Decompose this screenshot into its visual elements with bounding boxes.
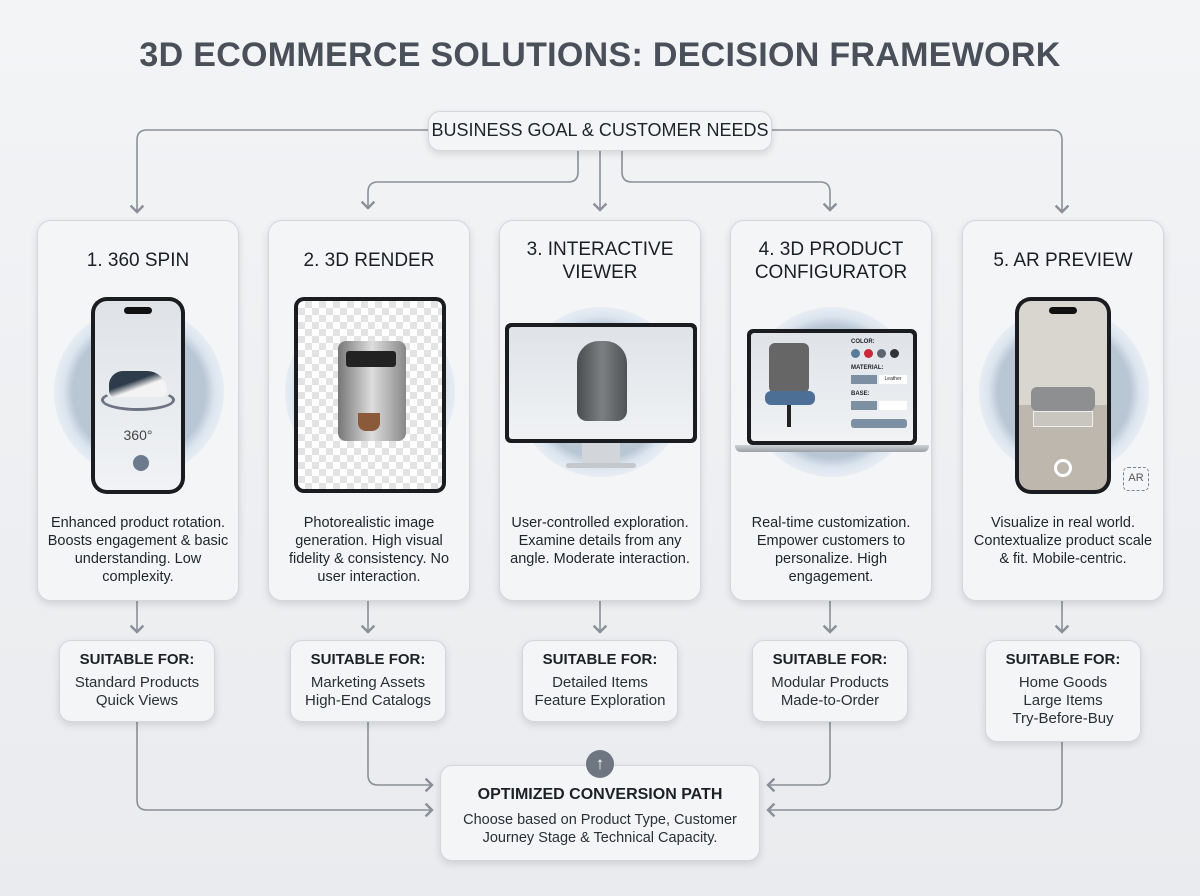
- suitable-item: Modular Products: [771, 674, 889, 691]
- suitable-label: SUITABLE FOR:: [1005, 651, 1121, 668]
- laptop-chair-icon: COLOR: MATERIAL: Leather BASE:: [747, 329, 917, 445]
- card-title: 2. 3D RENDER: [303, 250, 435, 271]
- card-3d-product-configurator: 4. 3D PRODUCT CONFIGURATOR COLOR: MATERI…: [730, 220, 932, 601]
- suitable-label: SUITABLE FOR:: [542, 651, 658, 668]
- card-interactive-viewer: 3. INTERACTIVE VIEWER User-controlled ex…: [499, 220, 701, 601]
- suitable-for-360-spin: SUITABLE FOR: Standard Products Quick Vi…: [59, 640, 215, 722]
- conversion-path-box: OPTIMIZED CONVERSION PATH Choose based o…: [440, 765, 760, 861]
- base-label: BASE:: [851, 391, 870, 397]
- suitable-for-3d-render: SUITABLE FOR: Marketing Assets High-End …: [290, 640, 446, 722]
- card-ar-preview: 5. AR PREVIEW AR Visualize in real world…: [962, 220, 1164, 601]
- suitable-item: Home Goods: [1018, 674, 1108, 691]
- card-3d-render: 2. 3D RENDER Photorealistic image genera…: [268, 220, 470, 601]
- suitable-for-ar-preview: SUITABLE FOR: Home Goods Large Items Try…: [985, 640, 1141, 742]
- suitable-item: Large Items: [1023, 692, 1103, 709]
- card-title: 5. AR PREVIEW: [993, 250, 1133, 271]
- card-description: Real-time customization. Empower custome…: [751, 515, 911, 585]
- suitable-label: SUITABLE FOR:: [772, 651, 888, 668]
- page-title: 3D ECOMMERCE SOLUTIONS: DECISION FRAMEWO…: [139, 36, 1061, 74]
- suitable-item: High-End Catalogs: [305, 692, 431, 709]
- suitable-item: Quick Views: [95, 692, 179, 709]
- card-description: Enhanced product rotation. Boosts engage…: [47, 515, 229, 585]
- suitable-item: Try-Before-Buy: [1012, 710, 1114, 727]
- phone-sofa-icon: [1015, 297, 1111, 494]
- suitable-item: Feature Exploration: [534, 692, 666, 709]
- outcome-title: OPTIMIZED CONVERSION PATH: [477, 786, 723, 803]
- card-title: 4. 3D PRODUCT CONFIGURATOR: [754, 239, 908, 283]
- outcome-description: Choose based on Product Type, Customer J…: [463, 812, 737, 846]
- monitor-backpack-icon: [505, 323, 697, 443]
- business-goal-box: BUSINESS GOAL & CUSTOMER NEEDS: [428, 111, 772, 151]
- suitable-item: Made-to-Order: [780, 692, 880, 709]
- suitable-item: Marketing Assets: [310, 674, 426, 691]
- card-360-spin: 1. 360 SPIN 360° Enhanced product rotati…: [37, 220, 239, 601]
- card-description: Photorealistic image generation. High vi…: [288, 515, 450, 585]
- suitable-item: Standard Products: [74, 674, 200, 691]
- suitable-item: Detailed Items: [552, 674, 648, 691]
- ar-icon: AR: [1123, 467, 1149, 491]
- suitable-label: SUITABLE FOR:: [79, 651, 195, 668]
- material-label: MATERIAL:: [851, 365, 884, 371]
- suitable-for-configurator: SUITABLE FOR: Modular Products Made-to-O…: [752, 640, 908, 722]
- arrow-up-icon: ↑: [586, 750, 614, 778]
- color-label: COLOR:: [851, 339, 875, 345]
- card-title: 1. 360 SPIN: [86, 250, 190, 271]
- suitable-for-interactive-viewer: SUITABLE FOR: Detailed Items Feature Exp…: [522, 640, 678, 722]
- phone-sneaker-icon: 360°: [91, 297, 185, 494]
- screen-360-label: 360°: [123, 427, 153, 443]
- tablet-coffee-machine-icon: [294, 297, 446, 493]
- suitable-label: SUITABLE FOR:: [310, 651, 426, 668]
- card-description: User-controlled exploration. Examine det…: [510, 515, 690, 567]
- card-title: 3. INTERACTIVE VIEWER: [526, 239, 674, 283]
- leather-option: Leather: [879, 375, 907, 384]
- card-description: Visualize in real world. Contextualize p…: [973, 515, 1153, 567]
